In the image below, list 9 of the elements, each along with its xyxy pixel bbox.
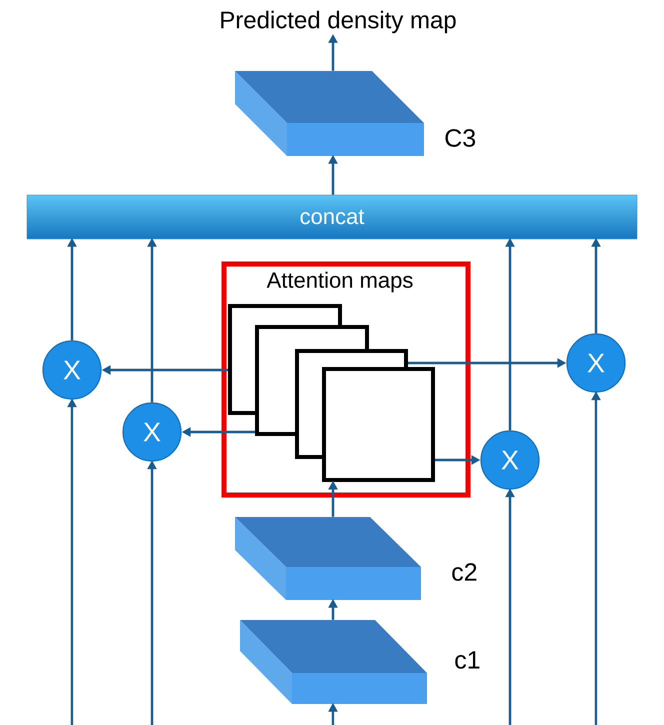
layer-slab-drawing (235, 517, 421, 600)
layer-label: C3 (445, 129, 476, 147)
layer-slab-drawing (235, 71, 424, 156)
layer-slab-drawing (240, 620, 427, 704)
layer-label: c1 (455, 651, 480, 669)
map-square (322, 367, 435, 482)
layer-label: c2 (452, 563, 476, 581)
concat-bar: concat (26, 194, 638, 240)
output-label: Predicted density map (221, 10, 456, 34)
